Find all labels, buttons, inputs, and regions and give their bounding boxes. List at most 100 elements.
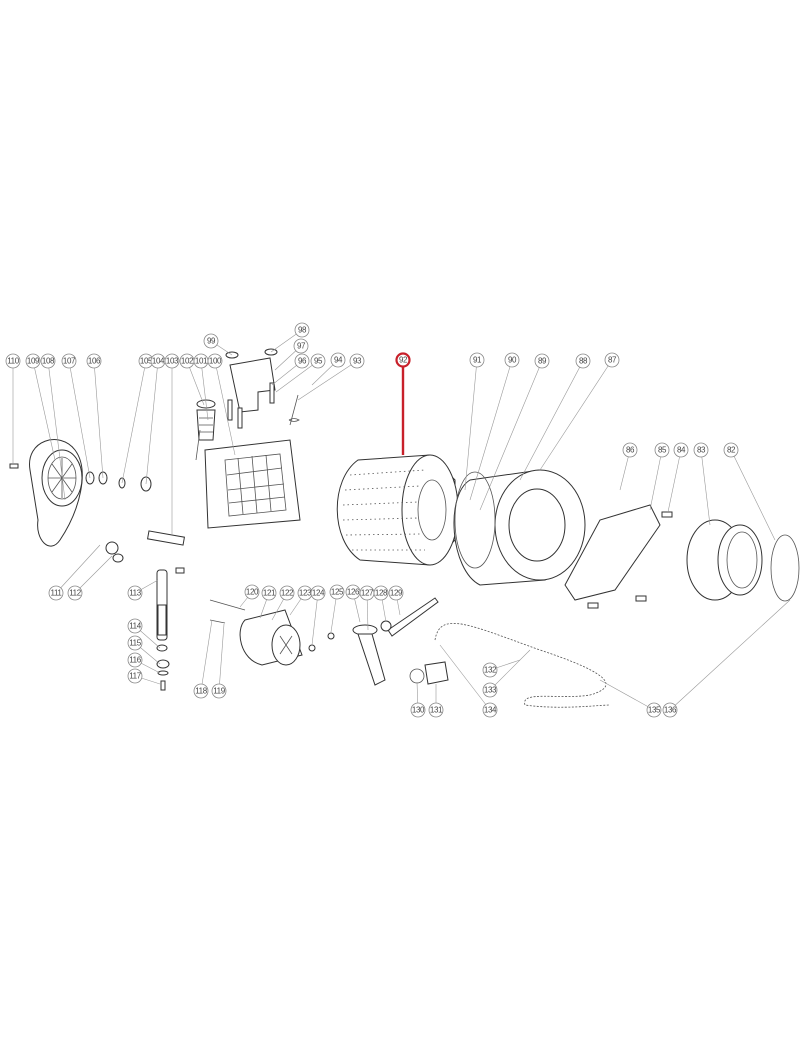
part-callout-110[interactable]: 110 xyxy=(5,353,21,369)
callout-circle xyxy=(294,353,310,369)
part-callout-135[interactable]: 135 xyxy=(646,702,661,718)
callout-circle xyxy=(410,702,426,718)
part-callout-134[interactable]: 134 xyxy=(482,702,497,718)
callout-circle xyxy=(723,442,739,458)
part-callout-122[interactable]: 122 xyxy=(279,585,294,601)
bolt xyxy=(269,382,275,404)
part-callout-125[interactable]: 125 xyxy=(329,584,344,600)
callout-circle xyxy=(67,585,83,601)
part-callout-87[interactable]: 87 xyxy=(604,352,620,368)
callout-circle xyxy=(662,702,678,718)
part-callout-86[interactable]: 86 xyxy=(622,442,638,458)
part-callout-89[interactable]: 89 xyxy=(534,353,550,369)
part-callout-95[interactable]: 95 xyxy=(310,353,326,369)
motor xyxy=(239,609,303,666)
part-callout-128[interactable]: 128 xyxy=(373,585,389,601)
leader-line-91 xyxy=(464,359,478,491)
bushing xyxy=(105,541,119,555)
leader-line-107 xyxy=(68,360,91,479)
part-callout-116[interactable]: 116 xyxy=(127,652,143,668)
part-callout-97[interactable]: 97 xyxy=(293,338,309,354)
leader-line-83 xyxy=(700,449,711,526)
part-callout-112[interactable]: 112 xyxy=(67,585,83,601)
part-callout-90[interactable]: 90 xyxy=(504,352,520,368)
part-callout-114[interactable]: 114 xyxy=(127,618,143,634)
part-callout-115[interactable]: 115 xyxy=(127,635,143,651)
part-callout-133[interactable]: 133 xyxy=(482,682,497,698)
part-callout-107[interactable]: 107 xyxy=(61,353,77,369)
part-callout-124[interactable]: 124 xyxy=(310,585,325,601)
part-callout-83[interactable]: 83 xyxy=(693,442,709,458)
part-callout-123[interactable]: 123 xyxy=(297,585,312,601)
callout-number: 99 xyxy=(207,337,216,346)
part-callout-119[interactable]: 119 xyxy=(211,683,227,699)
callout-number: 111 xyxy=(51,589,63,598)
mounting-bracket xyxy=(229,357,276,413)
bolt xyxy=(227,399,233,421)
drain-hose xyxy=(434,623,611,708)
part-callout-120[interactable]: 120 xyxy=(244,584,259,600)
part-callout-127[interactable]: 127 xyxy=(359,585,374,601)
part-callout-92[interactable]: 92 xyxy=(395,352,411,368)
leader-line-89 xyxy=(479,360,543,511)
part-callout-91[interactable]: 91 xyxy=(469,352,485,368)
part-callout-121[interactable]: 121 xyxy=(261,585,276,601)
part-callout-102[interactable]: 102 xyxy=(179,353,194,369)
part-callout-105[interactable]: 105 xyxy=(138,353,153,369)
part-callout-117[interactable]: 117 xyxy=(127,668,143,684)
part-callout-101[interactable]: 101 xyxy=(193,353,208,369)
spring xyxy=(288,394,300,426)
part-callout-82[interactable]: 82 xyxy=(723,442,739,458)
leader-line-88 xyxy=(519,360,584,481)
part-callout-111[interactable]: 111 xyxy=(48,585,64,601)
callout-circle xyxy=(349,353,365,369)
callout-circle xyxy=(310,353,326,369)
callout-number: 103 xyxy=(166,357,179,366)
outer-tub xyxy=(453,469,586,586)
callout-number: 120 xyxy=(246,588,259,597)
callout-number: 132 xyxy=(484,666,497,675)
callout-circle xyxy=(211,683,227,699)
callout-number: 110 xyxy=(7,357,20,366)
part-callout-99[interactable]: 99 xyxy=(203,333,219,349)
part-callout-88[interactable]: 88 xyxy=(575,353,591,369)
part-callout-103[interactable]: 103 xyxy=(164,353,179,369)
leader-line-136 xyxy=(669,599,791,711)
leader-line-124 xyxy=(311,592,319,646)
part-callout-85[interactable]: 85 xyxy=(654,442,670,458)
drain-pump-hose xyxy=(352,597,449,686)
part-callout-130[interactable]: 130 xyxy=(410,702,426,718)
part-callout-132[interactable]: 132 xyxy=(482,662,497,678)
motor-bolt xyxy=(209,599,246,611)
callout-circle xyxy=(504,352,520,368)
part-callout-94[interactable]: 94 xyxy=(330,352,346,368)
callout-circle xyxy=(373,585,389,601)
callout-number: 109 xyxy=(27,357,40,366)
part-callout-106[interactable]: 106 xyxy=(86,353,101,369)
part-callout-131[interactable]: 131 xyxy=(428,702,444,718)
part-callout-118[interactable]: 118 xyxy=(193,683,209,699)
part-callout-109[interactable]: 109 xyxy=(25,353,40,369)
callout-circle xyxy=(673,442,689,458)
part-callout-100[interactable]: 100 xyxy=(207,353,222,369)
part-callout-84[interactable]: 84 xyxy=(673,442,689,458)
part-callout-96[interactable]: 96 xyxy=(294,353,310,369)
callout-circle xyxy=(428,702,444,718)
leader-line-101 xyxy=(200,360,209,421)
part-callout-113[interactable]: 113 xyxy=(127,585,143,601)
callout-circle xyxy=(127,618,143,634)
part-callout-126[interactable]: 126 xyxy=(345,584,360,600)
parts-drawing xyxy=(9,348,800,708)
nut xyxy=(327,632,335,640)
part-callout-129[interactable]: 129 xyxy=(388,585,403,601)
leader-line-105 xyxy=(121,360,147,484)
part-callout-108[interactable]: 108 xyxy=(40,353,55,369)
part-callout-136[interactable]: 136 xyxy=(662,702,678,718)
callout-number: 96 xyxy=(298,357,307,366)
callout-circle xyxy=(61,353,77,369)
callout-number: 107 xyxy=(63,357,76,366)
part-callout-104[interactable]: 104 xyxy=(150,353,165,369)
part-callout-98[interactable]: 98 xyxy=(294,322,310,338)
part-callout-93[interactable]: 93 xyxy=(349,353,365,369)
